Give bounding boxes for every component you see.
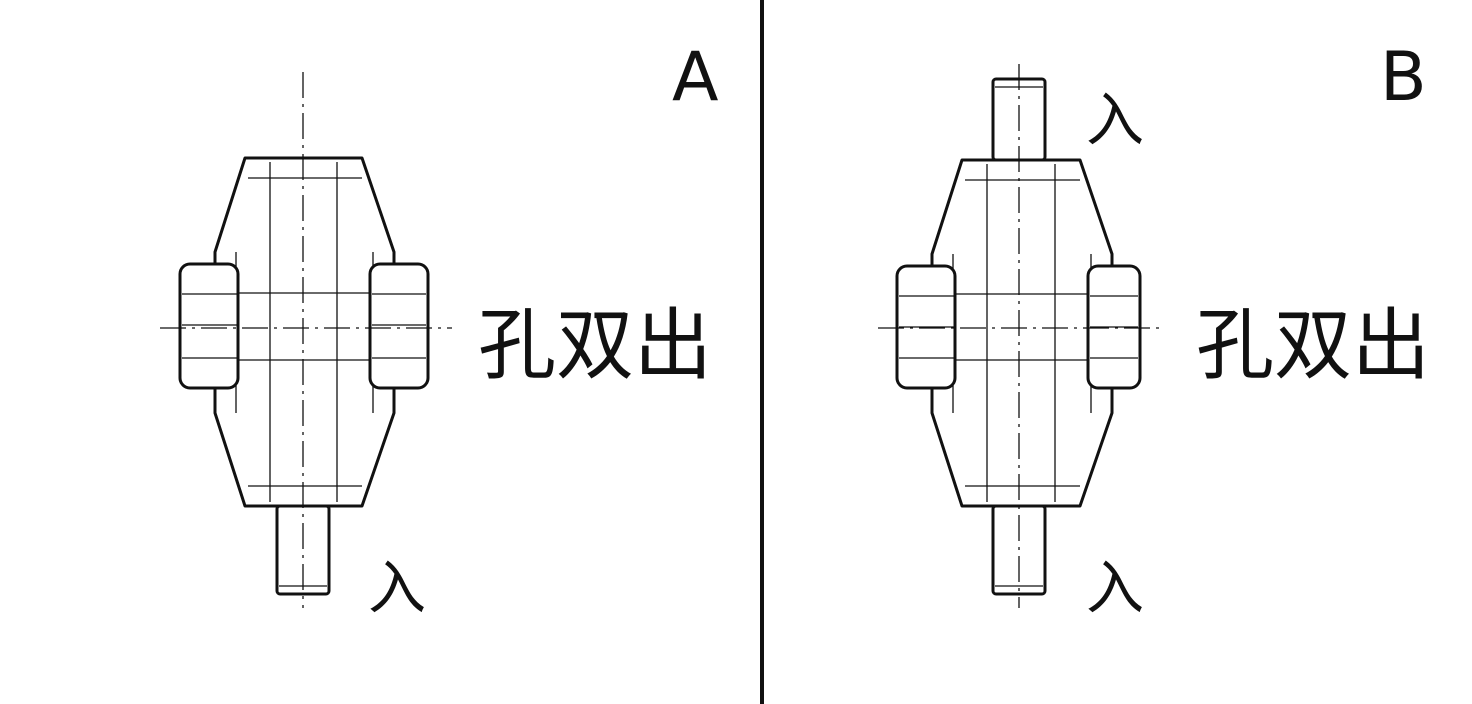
bore-a <box>238 292 370 361</box>
panel-b: B 孔双出 入 入 <box>878 38 1430 622</box>
left-nut-a <box>178 262 240 390</box>
panel-letter-b: B <box>1380 38 1427 117</box>
shaft-label-a-lower: 入 <box>368 554 426 622</box>
bore-b <box>955 293 1088 361</box>
right-nut-a <box>368 262 430 390</box>
side-label-a: 孔双出 <box>478 301 712 391</box>
housing-a <box>213 156 396 508</box>
shaft-label-b-upper: 入 <box>1086 86 1144 154</box>
shaft-label-b-lower: 入 <box>1086 554 1144 622</box>
housing-b <box>930 158 1114 508</box>
left-nut-b <box>895 264 957 390</box>
side-label-b: 孔双出 <box>1196 301 1430 391</box>
panel-a: A 孔双出 入 <box>160 38 719 622</box>
right-nut-b <box>1086 264 1142 390</box>
panel-letter-a: A <box>672 38 719 117</box>
